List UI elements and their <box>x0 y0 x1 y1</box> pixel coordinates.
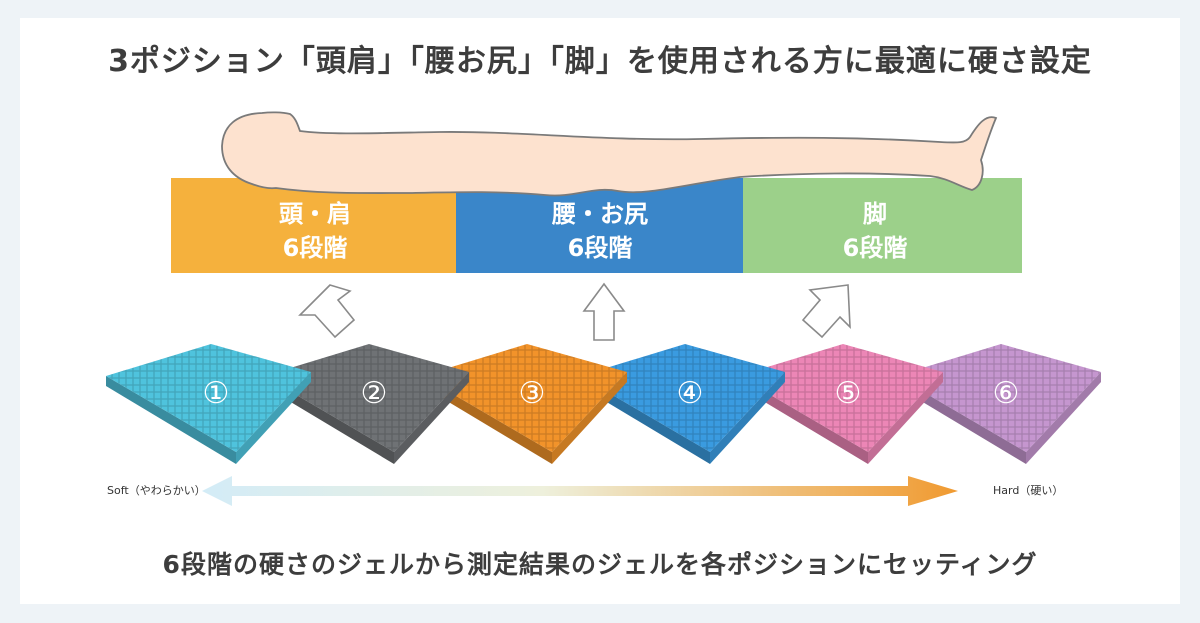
gel-pad-number: ③ <box>519 376 546 411</box>
gel-pad-6: ⑥ <box>896 344 1101 464</box>
gel-pad-edge <box>106 376 236 464</box>
gel-pad-side <box>236 372 311 464</box>
gel-pad-number: ④ <box>677 376 704 411</box>
gel-pad-edge <box>580 376 710 464</box>
gel-pad-1: ① <box>106 344 311 464</box>
zone-head-shoulder-levels: 6段階 <box>283 234 348 262</box>
zone-waist-hip-levels: 6段階 <box>568 234 633 262</box>
gel-pad-texture <box>106 344 311 452</box>
up-arrow-center-icon <box>582 282 626 341</box>
gel-pad-texture <box>738 344 943 452</box>
gel-pad-number: ② <box>361 376 388 411</box>
gel-pad-texture <box>264 344 469 452</box>
gel-pad-4: ④ <box>580 344 785 464</box>
gel-pad-edge <box>422 376 552 464</box>
page-title: 3ポジション「頭肩」「腰お尻」「脚」を使用される方に最適に硬さ設定 <box>108 44 1092 79</box>
gel-pad-texture <box>422 344 627 452</box>
zone-waist-hip <box>456 178 743 273</box>
gel-pad-side <box>394 372 469 464</box>
gel-pad-edge <box>738 376 868 464</box>
zone-waist-hip-label: 腰・お尻 <box>551 200 648 228</box>
hardness-scale-arrow <box>202 476 958 506</box>
gel-pad-texture <box>580 344 785 452</box>
gel-pad-number: ① <box>203 376 230 411</box>
soft-label: Soft（やわらかい） <box>107 484 206 497</box>
gel-pads: ⑥ ⑤ ④ ③ ② ① <box>106 344 1101 464</box>
hardness-scale: Soft（やわらかい） Hard（硬い） <box>107 476 1063 506</box>
zone-legs <box>743 178 1022 273</box>
gel-pad-side <box>552 372 627 464</box>
zone-head-shoulder-label: 頭・肩 <box>279 200 351 228</box>
lying-body-silhouette <box>221 111 998 197</box>
gel-pad-number: ⑤ <box>835 376 862 411</box>
up-arrow-right-icon <box>801 284 851 339</box>
caption: 6段階の硬さのジェルから測定結果のジェルを各ポジションにセッティング <box>162 550 1038 579</box>
gel-pad-2: ② <box>264 344 469 464</box>
zone-legs-label: 脚 <box>863 200 887 228</box>
gel-pad-3: ③ <box>422 344 627 464</box>
gel-pad-edge <box>896 376 1026 464</box>
gel-pad-texture <box>896 344 1101 452</box>
gel-pad-side <box>1026 372 1101 464</box>
gel-pad-number: ⑥ <box>993 376 1020 411</box>
zone-legs-levels: 6段階 <box>843 234 908 262</box>
gel-pad-side <box>868 372 943 464</box>
gel-pad-edge <box>264 376 394 464</box>
zone-bar: 頭・肩 6段階 腰・お尻 6段階 脚 6段階 <box>171 178 1022 273</box>
gel-pad-5: ⑤ <box>738 344 943 464</box>
hard-label: Hard（硬い） <box>993 484 1063 497</box>
up-arrow-left-icon <box>298 284 356 339</box>
gel-pad-side <box>710 372 785 464</box>
